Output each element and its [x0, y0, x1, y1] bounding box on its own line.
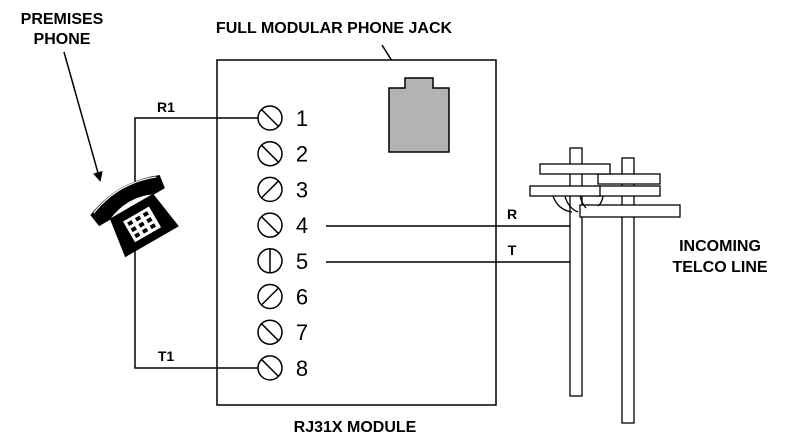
- terminal-number: 1: [296, 106, 308, 131]
- telephone-pole-icon: [529, 147, 681, 424]
- terminal-number: 6: [296, 285, 308, 310]
- terminal-number: 4: [296, 213, 308, 238]
- wire-t-label: T: [508, 242, 517, 258]
- screw-slot: [260, 108, 280, 128]
- screw-terminal-8: 8: [257, 355, 308, 381]
- terminal-number: 2: [296, 142, 308, 167]
- wire-r-label: R: [507, 206, 517, 222]
- premises-phone-label-line2: PHONE: [34, 31, 91, 48]
- screw-terminal-3: 3: [257, 176, 308, 202]
- screw-slot: [260, 287, 280, 306]
- wire-t1: [134, 246, 258, 369]
- terminal-number: 7: [296, 320, 308, 345]
- wire-t1-label: T1: [158, 348, 175, 364]
- premises-phone-label-line1: PREMISES: [21, 11, 104, 28]
- terminal-number: 8: [296, 356, 308, 381]
- telephone-icon: [90, 174, 179, 258]
- screw-terminal-6: 6: [257, 283, 308, 310]
- screw-terminal-7: 7: [257, 319, 308, 345]
- screw-slot: [260, 323, 280, 342]
- module-label: RJ31X MODULE: [294, 419, 417, 436]
- premises-phone-arrow: [63, 51, 103, 182]
- screw-slot: [260, 180, 280, 199]
- screw-terminal-1: 1: [257, 105, 308, 131]
- wire-r1: [134, 117, 258, 184]
- screw-terminal-5: 5: [257, 248, 308, 274]
- screw-slot: [260, 216, 280, 235]
- modular-phone-jack: [388, 77, 450, 153]
- terminal-number: 3: [296, 177, 308, 202]
- terminal-strip: 1 2 3 4 5 6 7 8: [257, 105, 308, 381]
- screw-slot: [260, 358, 280, 377]
- rj31x-module-box: [216, 59, 497, 406]
- screw-slot: [260, 144, 280, 163]
- screw-terminal-2: 2: [257, 140, 308, 167]
- wire-r1-label: R1: [157, 99, 175, 115]
- jack-label: FULL MODULAR PHONE JACK: [216, 20, 453, 37]
- incoming-telco-label-line2: TELCO LINE: [672, 259, 767, 276]
- terminal-number: 5: [296, 249, 308, 274]
- screw-terminal-4: 4: [257, 212, 308, 238]
- incoming-telco-label-line1: INCOMING: [679, 238, 761, 255]
